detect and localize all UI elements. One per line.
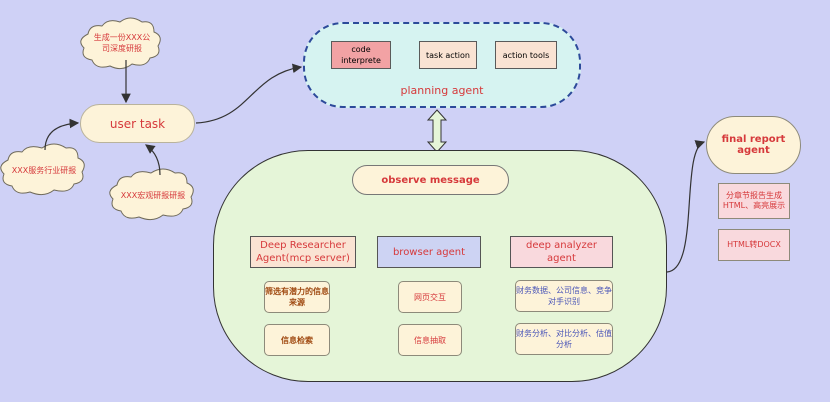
- output-html-report: 分章节报告生成HTML、高亮展示: [718, 183, 790, 219]
- researcher-task-retrieval: 信息检索: [264, 324, 330, 356]
- planning-agent-box: code interprete task action action tools…: [303, 22, 581, 108]
- cloud-bottom-text: XXX宏观研报研报: [120, 190, 186, 200]
- deep-researcher-agent: Deep Researcher Agent(mcp server): [250, 236, 356, 268]
- final-report-agent: final report agent: [706, 116, 801, 174]
- planning-agent-label: planning agent: [400, 83, 484, 97]
- analyzer-task-analysis: 财务分析、对比分析、估值分析: [515, 323, 613, 355]
- browser-agent: browser agent: [377, 236, 481, 268]
- tool-action-tools: action tools: [495, 41, 557, 69]
- output-html-to-docx: HTML转DOCX: [718, 229, 790, 261]
- browser-task-extraction: 信息抽取: [398, 324, 462, 356]
- researcher-task-source-filter: 筛选有潜力的信息来源: [264, 281, 330, 313]
- arrow-task-to-planning: [195, 63, 303, 124]
- browser-task-web-interaction: 网页交互: [398, 281, 462, 313]
- observe-message-node: observe message: [352, 165, 509, 195]
- deep-analyzer-agent: deep analyzer agent: [510, 236, 613, 268]
- arrow-left-cloud-to-task: [44, 118, 80, 151]
- double-arrow-planning-container: [426, 109, 448, 153]
- cloud-shape-top: [80, 17, 161, 70]
- cloud-shape-left: [0, 143, 85, 196]
- user-task-node: user task: [80, 104, 195, 143]
- cloud-top-text: 生成一份XXX公司深度研报: [93, 33, 151, 53]
- tool-task-action: task action: [419, 41, 477, 69]
- arrow-container-to-final: [666, 140, 706, 273]
- analyzer-task-data-identification: 财务数据、公司信息、竞争对手识别: [515, 280, 613, 312]
- cloud-left-text: XXX服务行业研报: [11, 165, 77, 175]
- tool-code-interprete: code interprete: [331, 41, 391, 69]
- arrow-bottom-cloud-to-task: [145, 144, 161, 176]
- cloud-shape-bottom: [109, 168, 194, 221]
